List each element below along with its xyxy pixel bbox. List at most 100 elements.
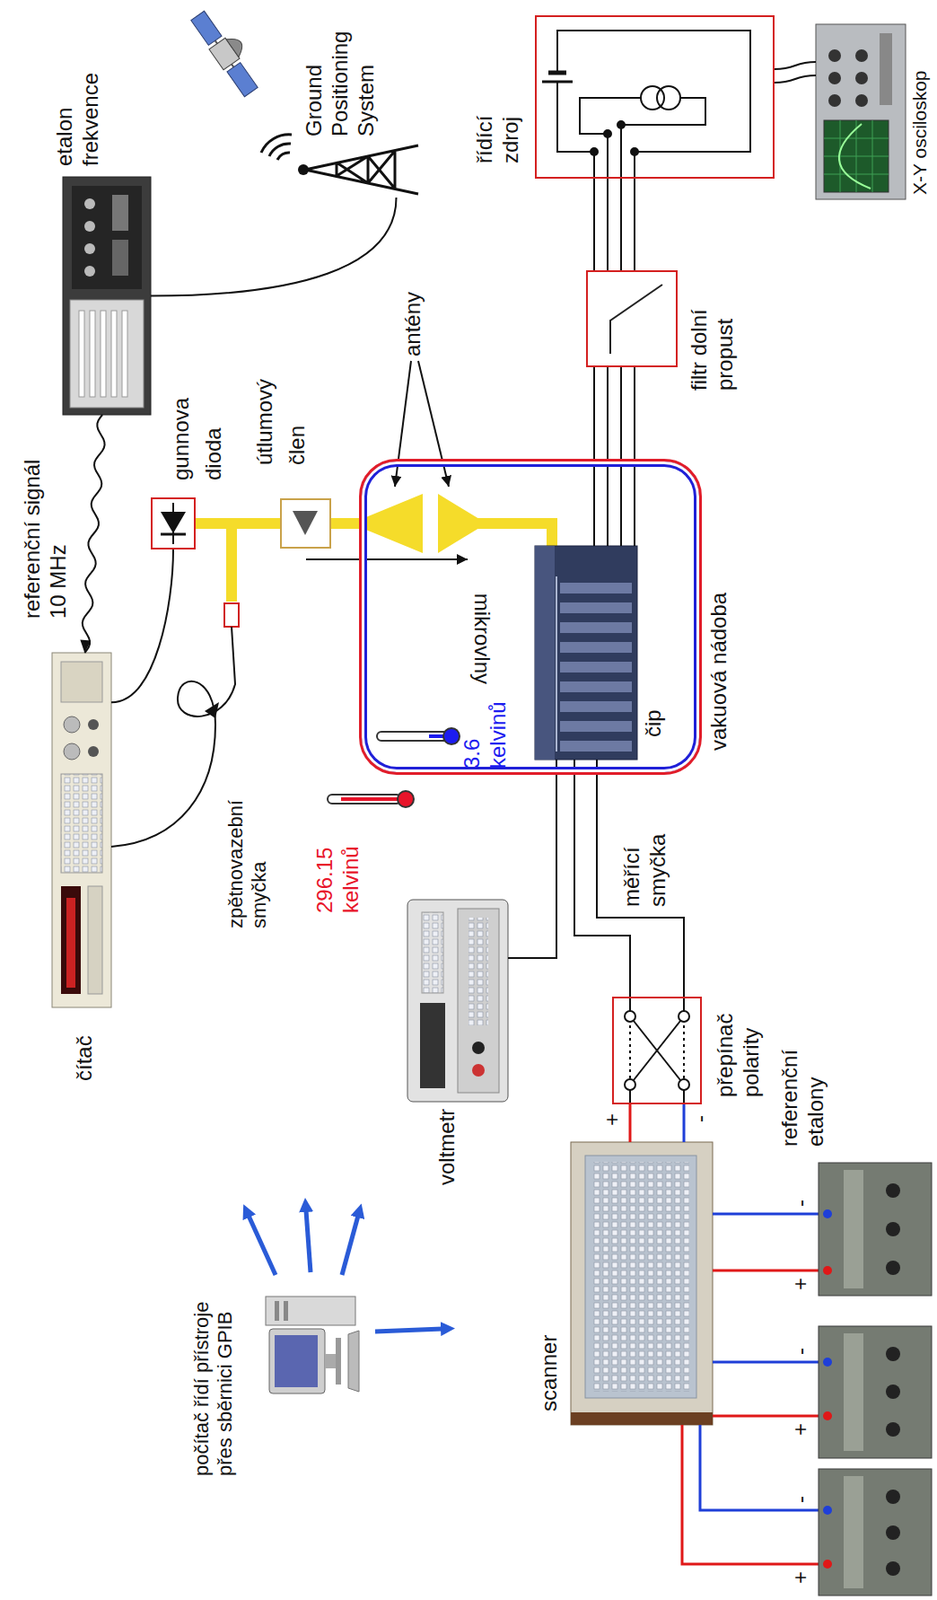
antenna-tower-part (297, 164, 309, 176)
josephson-chip-picture-part (534, 545, 555, 760)
oscilloscope-picture-part (879, 33, 893, 106)
reference-standards-part (843, 1332, 864, 1451)
connector-line (111, 549, 174, 702)
frequency-counter-device-part (63, 743, 80, 760)
connector-line (774, 75, 816, 83)
oscilloscope-picture-part (828, 49, 841, 62)
reference-standards-part (885, 1221, 901, 1236)
room-thermometer-part (327, 794, 402, 804)
low-pass-filter: filtr dolní propust (586, 270, 678, 368)
connector-label: referenční signál 10 MHz (19, 447, 72, 619)
source-circuit-part (542, 80, 573, 84)
gpib-arrows (248, 1209, 443, 1332)
frequency-counter-device-part (63, 716, 80, 733)
voltmeter-picture-part (468, 917, 489, 1025)
polarity-sign: + (788, 1570, 815, 1584)
gunn-diode-symbol-part (160, 533, 186, 536)
loop-label: zpětnovazební smyčka (224, 775, 272, 929)
frequency-standard-device-part (111, 310, 117, 397)
control-source: řídící zdroj (534, 15, 775, 179)
frequency-counter-device-part (87, 885, 103, 994)
frequency-standard-device-part (84, 198, 96, 210)
reference-standards-part (823, 1357, 832, 1367)
gps-tower-label: Ground Positioning System (301, 6, 379, 137)
room-thermometer-part (341, 796, 400, 801)
gpib-arrows-part (341, 1215, 359, 1275)
gps-tower: Ground Positioning System (296, 141, 419, 198)
voltmeter-picture-part (457, 908, 500, 1093)
source-circuit-part (579, 97, 641, 179)
connector-line (620, 367, 622, 546)
connector-line (82, 414, 106, 653)
connector-line (774, 61, 816, 70)
reference-standards-part (885, 1488, 901, 1504)
polarity-sign: + (788, 1277, 815, 1290)
frequency-standard-device-part (89, 310, 96, 397)
voltmeter-picture-part (472, 1063, 485, 1077)
polarity-sign: - (788, 1199, 815, 1207)
reference-wires-part (682, 1424, 824, 1564)
josephson-chip-picture (534, 545, 638, 760)
scanner-label: scanner (536, 1334, 563, 1411)
frequency-standard-device-part (62, 176, 151, 415)
radio-waves-part (277, 152, 290, 160)
gunn-diode-box-label: gunnova dioda (165, 381, 230, 481)
oscilloscope-picture-part (855, 71, 868, 85)
voltmeter-label: voltmetr (434, 1108, 461, 1185)
waveguide-part (477, 523, 552, 546)
connector-line (596, 759, 684, 997)
feedback-loop-cable (111, 626, 236, 847)
reference-standards-part (885, 1560, 901, 1576)
temperature-label: 3.6 kelvinů (459, 691, 512, 769)
reference-standards-part (843, 1475, 864, 1588)
scanner-picture (570, 1141, 713, 1425)
connector-label: měřící smyčka (619, 816, 672, 907)
frequency-counter-device-part (52, 652, 112, 1008)
connector-line (593, 367, 596, 546)
computer-picture-part (274, 1300, 280, 1321)
polarity-switch-internals (624, 996, 690, 1104)
connector-line (507, 759, 557, 958)
connector-line (593, 178, 596, 271)
oscilloscope-picture-part (815, 24, 906, 200)
temperature-label: 296.15 kelvinů (312, 814, 365, 913)
connector-line (683, 1103, 686, 1142)
josephson-chip-picture-part (560, 740, 632, 752)
scanner: scanner (570, 1141, 713, 1425)
radio-waves-part (261, 134, 292, 153)
josephson-chip-picture-part (560, 661, 632, 673)
source-circuit-part (604, 130, 612, 138)
antenna-leaders-part (394, 360, 412, 487)
microwave-label: mikrovlny (468, 593, 495, 684)
cold-thermometer (376, 727, 460, 745)
frequency-standard-device-part (84, 265, 96, 277)
polarity-switch-internals-part (683, 1015, 685, 1085)
frequency-counter-device-part (87, 745, 99, 757)
polarity-switch-internals-part (678, 1078, 690, 1090)
voltmeter: voltmetr (407, 899, 508, 1102)
scanner-picture-part (570, 1141, 713, 1425)
reference-standards-part (885, 1421, 901, 1437)
vacuum-vessel-label: vakuová nádoba (706, 592, 733, 751)
computer-picture-part (274, 1334, 318, 1387)
connector-line (150, 197, 397, 297)
josephson-chip-picture-part (560, 700, 632, 712)
connector (111, 549, 174, 702)
room-thermometer (327, 790, 414, 807)
connector (195, 523, 281, 525)
connector (594, 178, 635, 271)
reference-standards-part (885, 1182, 901, 1198)
reference-standards (818, 1162, 932, 1595)
reference-wires (682, 1213, 824, 1564)
gpib-arrows-part (375, 1328, 443, 1332)
source-circuit-part (548, 70, 567, 76)
oscilloscope-picture-part (855, 49, 868, 62)
oscilloscope-picture-part (823, 120, 889, 193)
josephson-chip-picture-part (534, 545, 638, 760)
source-circuit (542, 30, 751, 179)
reference-wires-part (712, 1269, 824, 1272)
oscilloscope-picture (815, 24, 906, 200)
reference-wires-part (700, 1424, 824, 1510)
